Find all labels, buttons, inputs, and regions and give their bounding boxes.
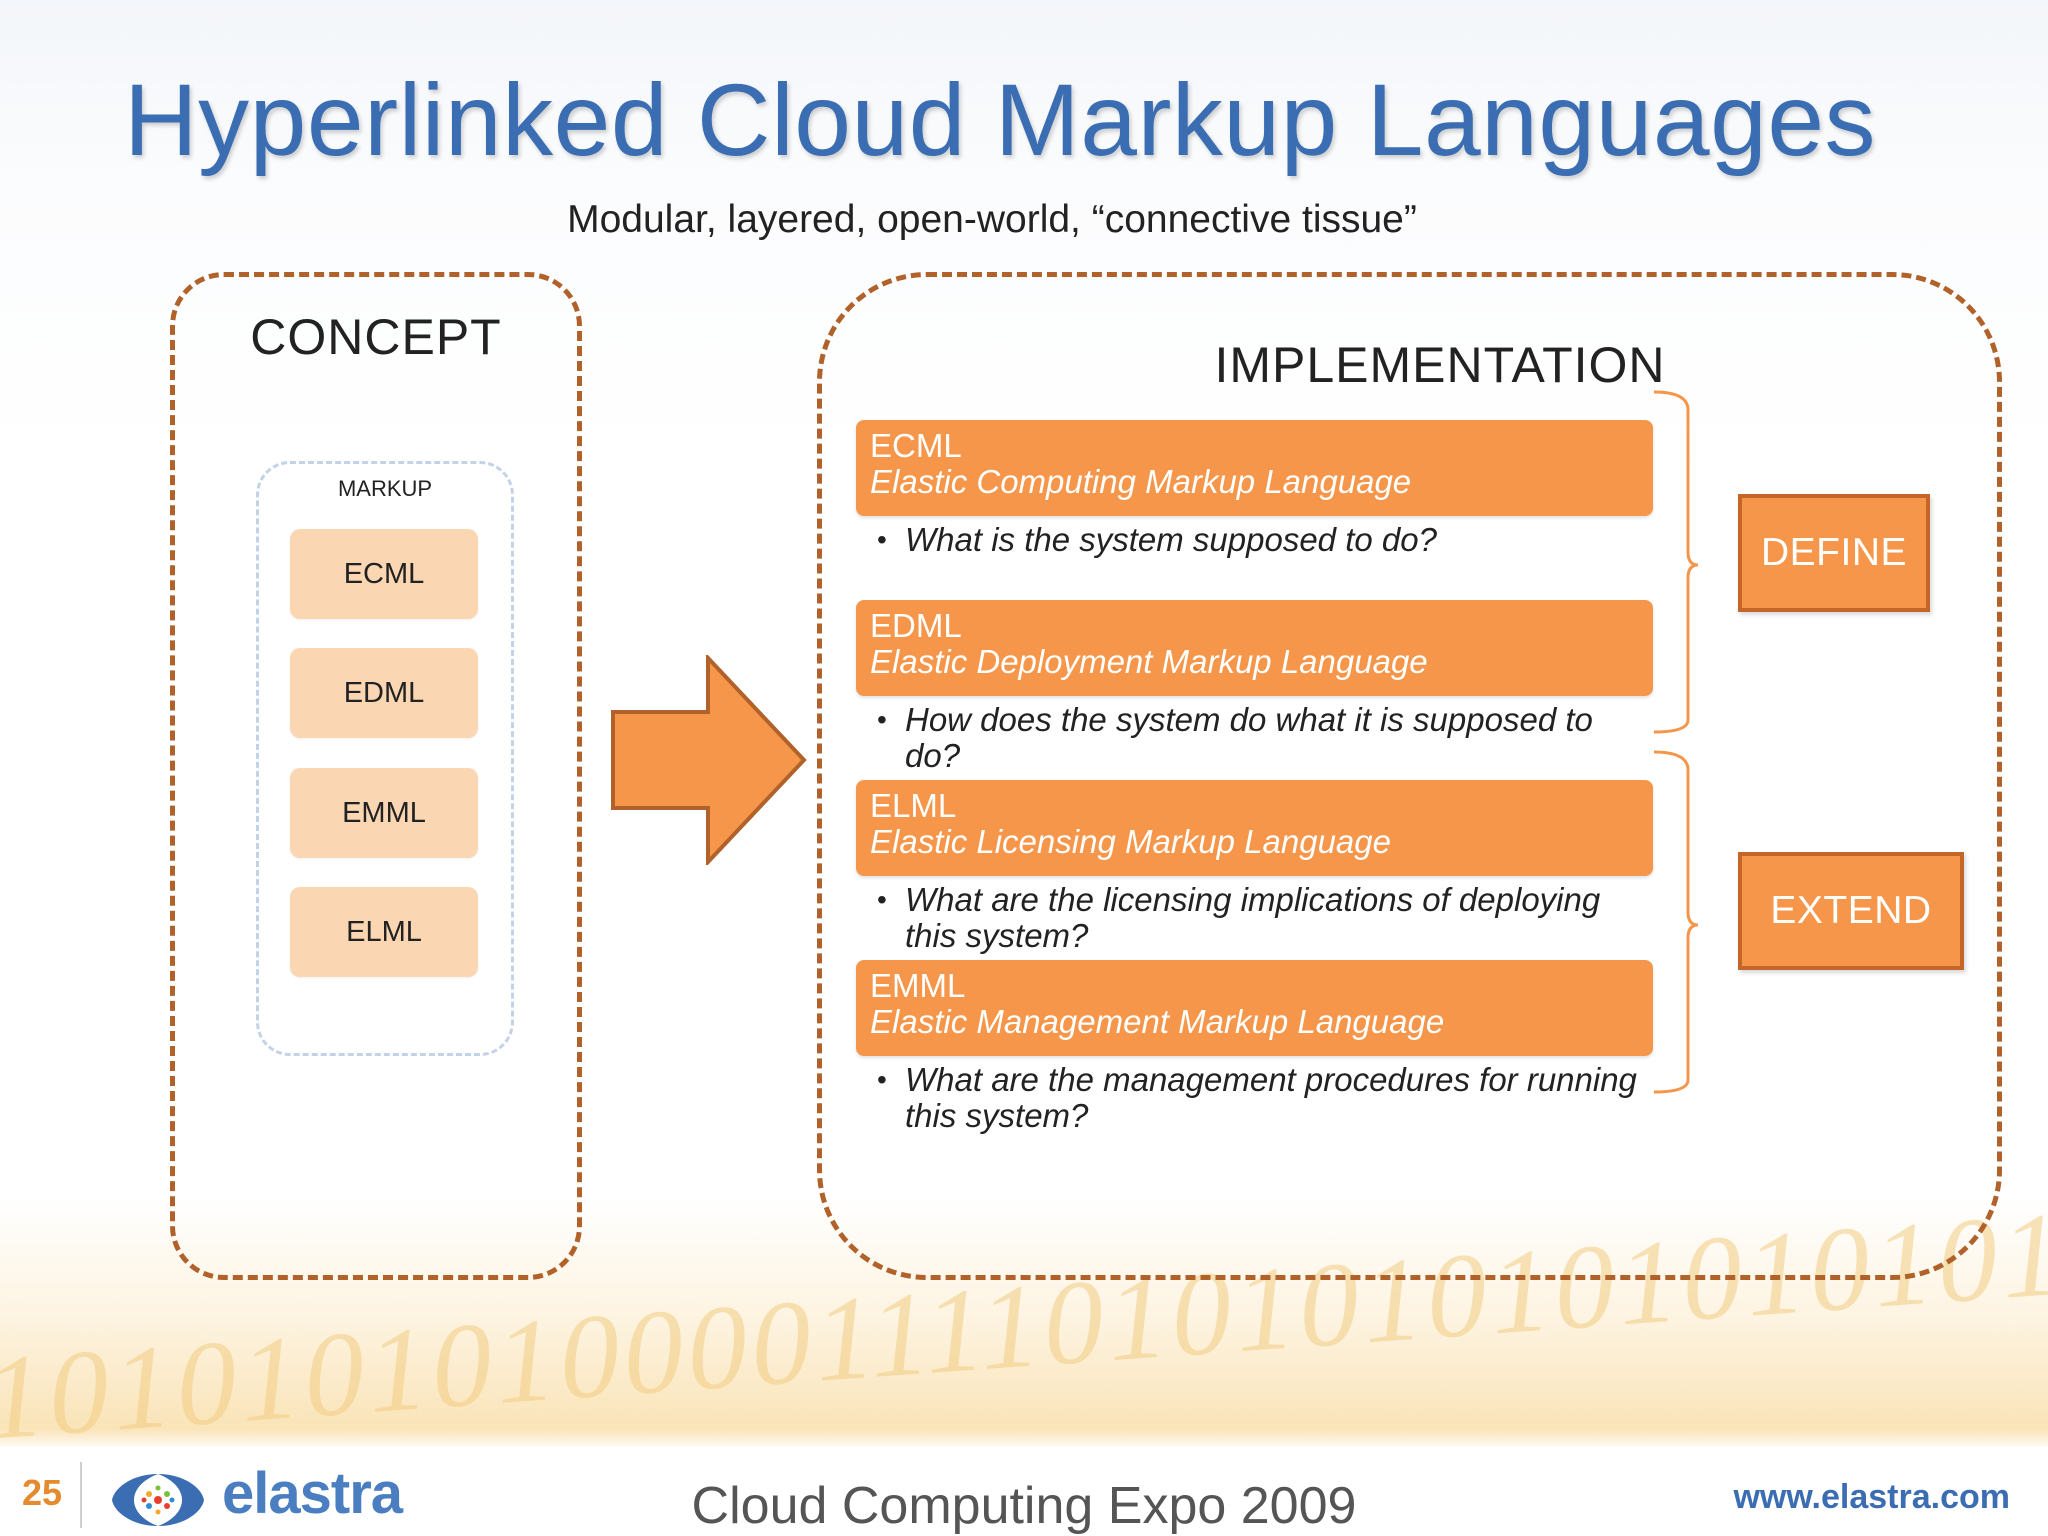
page-number: 25 — [22, 1472, 63, 1513]
concept-heading: CONCEPT — [250, 309, 502, 365]
footer-bar — [0, 1446, 2048, 1536]
bullet-icon: • — [877, 704, 887, 735]
grouping-brackets — [1653, 390, 1699, 1094]
lang-bar-ecml: ECML Elastic Computing Markup Language — [856, 420, 1653, 516]
markup-label: MARKUP — [337, 476, 433, 501]
footer-divider — [80, 1462, 82, 1528]
markup-group — [256, 461, 514, 1056]
define-label: DEFINE — [1738, 494, 1930, 612]
lang-bar-elml: ELML Elastic Licensing Markup Language — [856, 780, 1653, 876]
lang-abbr: EDML — [870, 607, 962, 644]
lang-full-name: Elastic Deployment Markup Language — [870, 643, 1428, 680]
question-ecml: • What is the system supposed to do? — [877, 522, 1657, 558]
bullet-icon: • — [877, 1064, 887, 1095]
lang-full-name: Elastic Computing Markup Language — [870, 463, 1412, 500]
lang-bar-edml: EDML Elastic Deployment Markup Language — [856, 600, 1653, 696]
concept-item-ecml: ECML — [290, 529, 478, 619]
extend-bracket — [1653, 750, 1699, 1094]
question-text: What are the management procedures for r… — [905, 1061, 1637, 1134]
implementation-panel — [817, 272, 2002, 1280]
lang-full-name: Elastic Management Markup Language — [870, 1003, 1445, 1040]
bullet-icon: • — [877, 884, 887, 915]
extend-label: EXTEND — [1738, 852, 1964, 970]
lang-abbr: ECML — [870, 427, 962, 464]
concept-item-emml: EMML — [290, 768, 478, 858]
concept-item-elml: ELML — [290, 887, 478, 977]
question-text: What are the licensing implications of d… — [905, 881, 1601, 954]
lang-abbr: EMML — [870, 967, 966, 1004]
right-arrow-icon — [611, 655, 807, 865]
question-text: What is the system supposed to do? — [905, 521, 1437, 558]
lang-full-name: Elastic Licensing Markup Language — [870, 823, 1391, 860]
slide-title: Hyperlinked Cloud Markup Languages — [124, 63, 1877, 177]
footer-event-title: Cloud Computing Expo 2009 — [691, 1477, 1357, 1535]
elastra-logo-text: elastra — [222, 1461, 403, 1526]
lang-abbr: ELML — [870, 787, 957, 824]
implementation-heading: IMPLEMENTATION — [1214, 337, 1666, 393]
elastra-logo-icon — [112, 1474, 204, 1526]
concept-item-edml: EDML — [290, 648, 478, 738]
concept-panel — [170, 272, 582, 1280]
question-emml: • What are the management procedures for… — [877, 1062, 1657, 1134]
bullet-icon: • — [877, 524, 887, 555]
define-bracket — [1653, 390, 1699, 734]
question-text: How does the system do what it is suppos… — [905, 701, 1593, 774]
question-edml: • How does the system do what it is supp… — [877, 702, 1657, 774]
footer-url[interactable]: www.elastra.com — [1733, 1478, 2010, 1516]
question-elml: • What are the licensing implications of… — [877, 882, 1657, 954]
slide-subtitle: Modular, layered, open-world, “connectiv… — [567, 198, 1417, 241]
lang-bar-emml: EMML Elastic Management Markup Language — [856, 960, 1653, 1056]
